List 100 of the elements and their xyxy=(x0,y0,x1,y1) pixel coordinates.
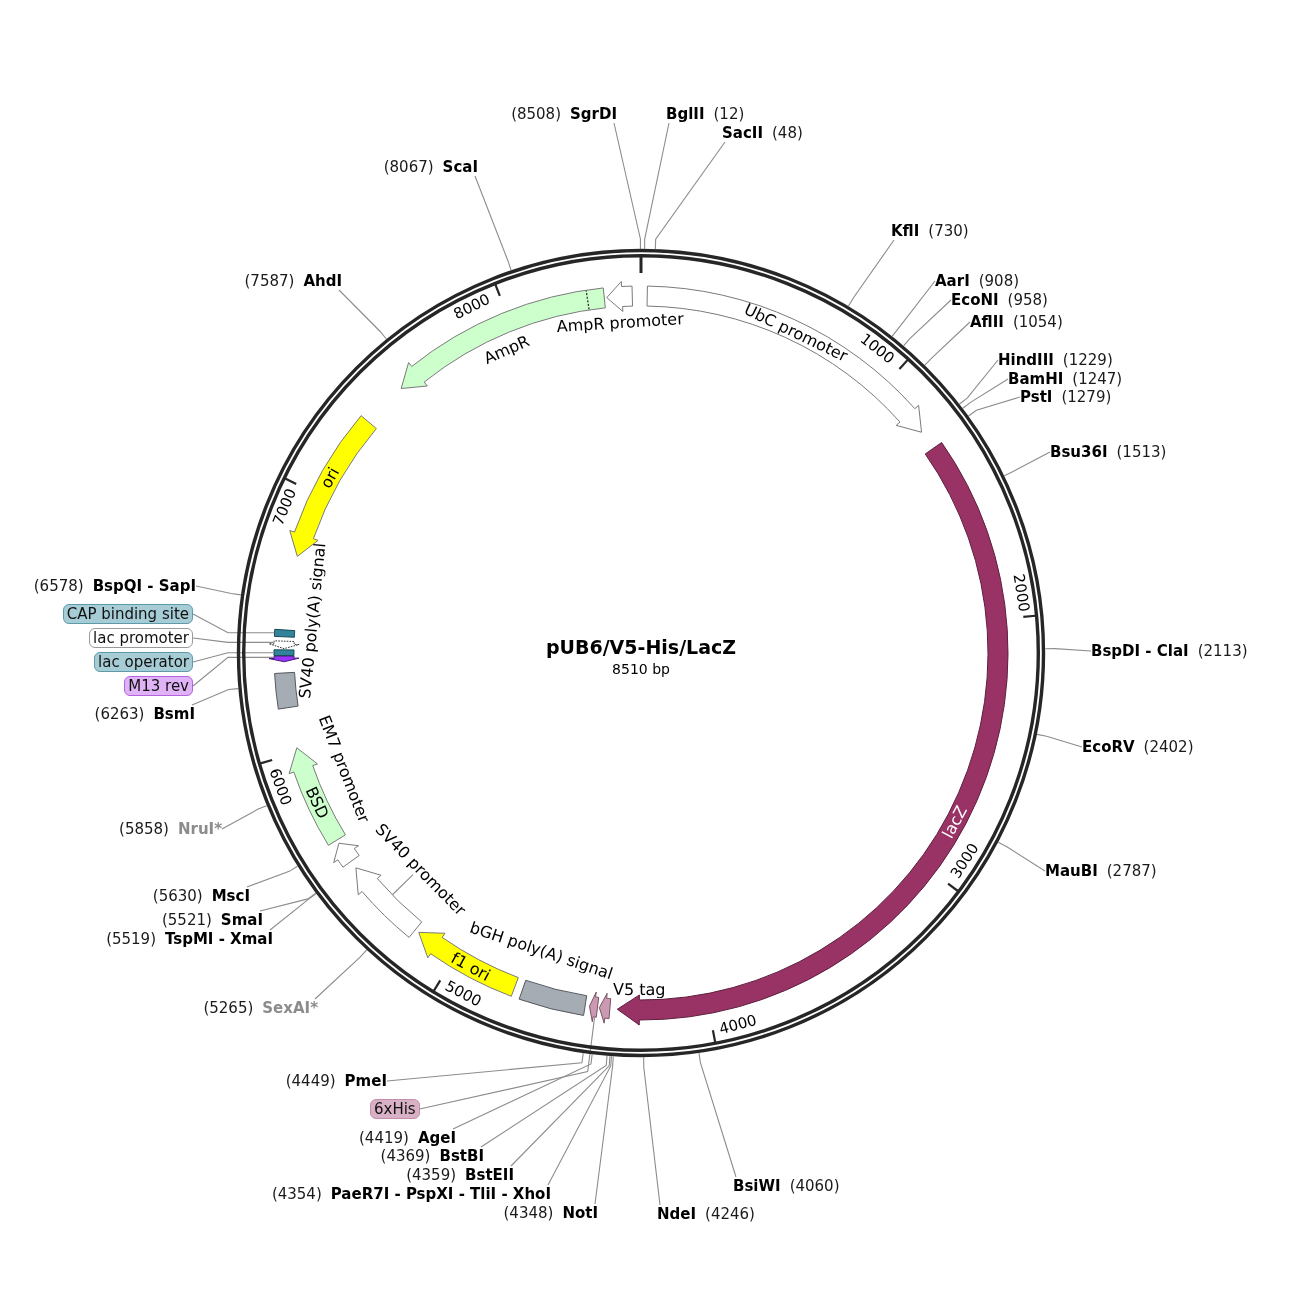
feature-tag: CAP binding site xyxy=(62,604,193,624)
cut-position: (5265) xyxy=(203,999,254,1017)
scale-label: 6000 xyxy=(266,766,294,808)
scale-label: 4000 xyxy=(718,1013,759,1038)
leader-line xyxy=(480,1055,608,1148)
leader-line xyxy=(192,652,274,663)
leader-line xyxy=(654,141,726,250)
cut-position: (5519) xyxy=(106,930,156,948)
enzyme-name: KflI xyxy=(891,222,920,240)
cut-position: (1054) xyxy=(1012,313,1063,331)
enzyme-name: BstEII xyxy=(465,1166,514,1184)
enzyme-name: ScaI xyxy=(442,158,478,176)
enzyme-name: MscI xyxy=(211,887,250,905)
enzyme-name: SmaI xyxy=(220,911,263,929)
leader-line xyxy=(195,585,242,596)
leader-line xyxy=(192,613,275,634)
enzyme-name: BamHI xyxy=(1008,370,1064,388)
leader-line xyxy=(192,637,275,643)
enzyme-name: AarI xyxy=(935,272,970,290)
leader-line xyxy=(314,949,368,1000)
feature-tag: 6xHis xyxy=(370,1099,420,1119)
cut-position: (48) xyxy=(772,124,803,142)
feature-tag: M13 rev xyxy=(124,676,193,696)
cut-position: (4348) xyxy=(503,1204,554,1222)
enzyme-name: Bsu36I xyxy=(1050,443,1108,461)
leader-line xyxy=(962,378,1009,409)
feature-label: BSD xyxy=(302,784,332,822)
cut-position: (6578) xyxy=(33,577,84,595)
leader-line xyxy=(1044,648,1092,652)
cut-position: (1279) xyxy=(1061,388,1112,406)
cut-position: (2787) xyxy=(1106,862,1157,880)
leader-line xyxy=(246,865,299,888)
enzyme-name: AhdI xyxy=(303,272,342,290)
feature-label: ori xyxy=(317,464,343,491)
enzyme-name: NotI xyxy=(562,1204,598,1222)
enzyme-name: PstI xyxy=(1020,388,1053,406)
leader-line xyxy=(191,688,239,706)
enzyme-name: BglII xyxy=(666,105,705,123)
cut-position: (4369) xyxy=(380,1147,431,1165)
cut-position: (5858) xyxy=(119,820,169,838)
leader-line xyxy=(452,1053,593,1130)
enzyme-name: HindIII xyxy=(998,351,1054,369)
cut-position: (12) xyxy=(713,105,745,123)
feature-block xyxy=(273,628,296,638)
directional-feature xyxy=(268,640,300,650)
leader-line xyxy=(698,1052,737,1178)
leader-line xyxy=(259,892,317,912)
enzyme-name: EcoRV xyxy=(1082,738,1135,756)
cut-position: (908) xyxy=(978,272,1020,290)
feature-label: lacZ xyxy=(940,803,971,841)
feature-tag: lac promoter xyxy=(89,628,193,648)
enzyme-name: BspDI - ClaI xyxy=(1091,642,1189,660)
cut-position: (1229) xyxy=(1062,351,1113,369)
directional-feature xyxy=(588,991,600,1023)
leader-line xyxy=(269,893,317,931)
leader-line xyxy=(847,239,895,307)
feature-label: AmpR promoter xyxy=(556,310,685,335)
cut-position: (7587) xyxy=(244,272,295,290)
leader-line xyxy=(221,805,268,830)
leader-line xyxy=(968,396,1021,417)
leader-line xyxy=(338,289,387,340)
cut-position: (5630) xyxy=(152,887,203,905)
feature-label: V5 tag xyxy=(612,981,666,999)
cut-position: (4246) xyxy=(705,1205,755,1223)
cut-position: (4449) xyxy=(285,1072,336,1090)
leader-line xyxy=(613,122,641,250)
enzyme-name: BsmI xyxy=(153,705,195,723)
leader-line xyxy=(474,175,512,271)
enzyme-name: EcoNI xyxy=(951,291,999,309)
cut-position: (958) xyxy=(1007,291,1048,309)
leader-line xyxy=(1036,733,1083,748)
leader-line xyxy=(419,1017,596,1110)
cut-position: (6263) xyxy=(94,705,145,723)
leader-line xyxy=(510,1055,611,1167)
enzyme-name: PaeR7I - PspXI - TliI - XhoI xyxy=(330,1185,551,1203)
enzyme-name: BstBI xyxy=(439,1147,484,1165)
enzyme-name: NdeI xyxy=(657,1205,697,1223)
leader-line xyxy=(924,321,971,366)
leader-line xyxy=(644,122,670,250)
feature-block xyxy=(273,649,295,657)
leader-line xyxy=(392,874,414,896)
leader-line xyxy=(643,1056,661,1206)
leader-line xyxy=(547,1055,612,1186)
cut-position: (8067) xyxy=(383,158,434,176)
plasmid-size: 8510 bp xyxy=(612,661,670,677)
leader-line xyxy=(891,280,936,337)
enzyme-name: BspQI - SapI xyxy=(92,577,196,595)
cut-position: (730) xyxy=(928,222,969,240)
enzyme-name: PmeI xyxy=(344,1072,387,1090)
enzyme-name: SgrDI xyxy=(570,105,617,123)
leader-line xyxy=(594,1055,614,1205)
cut-position: (2402) xyxy=(1143,738,1194,756)
enzyme-name: AgeI xyxy=(417,1129,456,1147)
plasmid-name: pUB6/V5-His/LacZ xyxy=(545,636,737,658)
leader-line xyxy=(997,841,1046,872)
directional-feature xyxy=(268,655,300,663)
cut-position: (1513) xyxy=(1116,443,1167,461)
cut-position: (5521) xyxy=(161,911,212,929)
enzyme-name: SexAI* xyxy=(262,999,318,1017)
enzyme-name: MauBI xyxy=(1045,862,1098,880)
